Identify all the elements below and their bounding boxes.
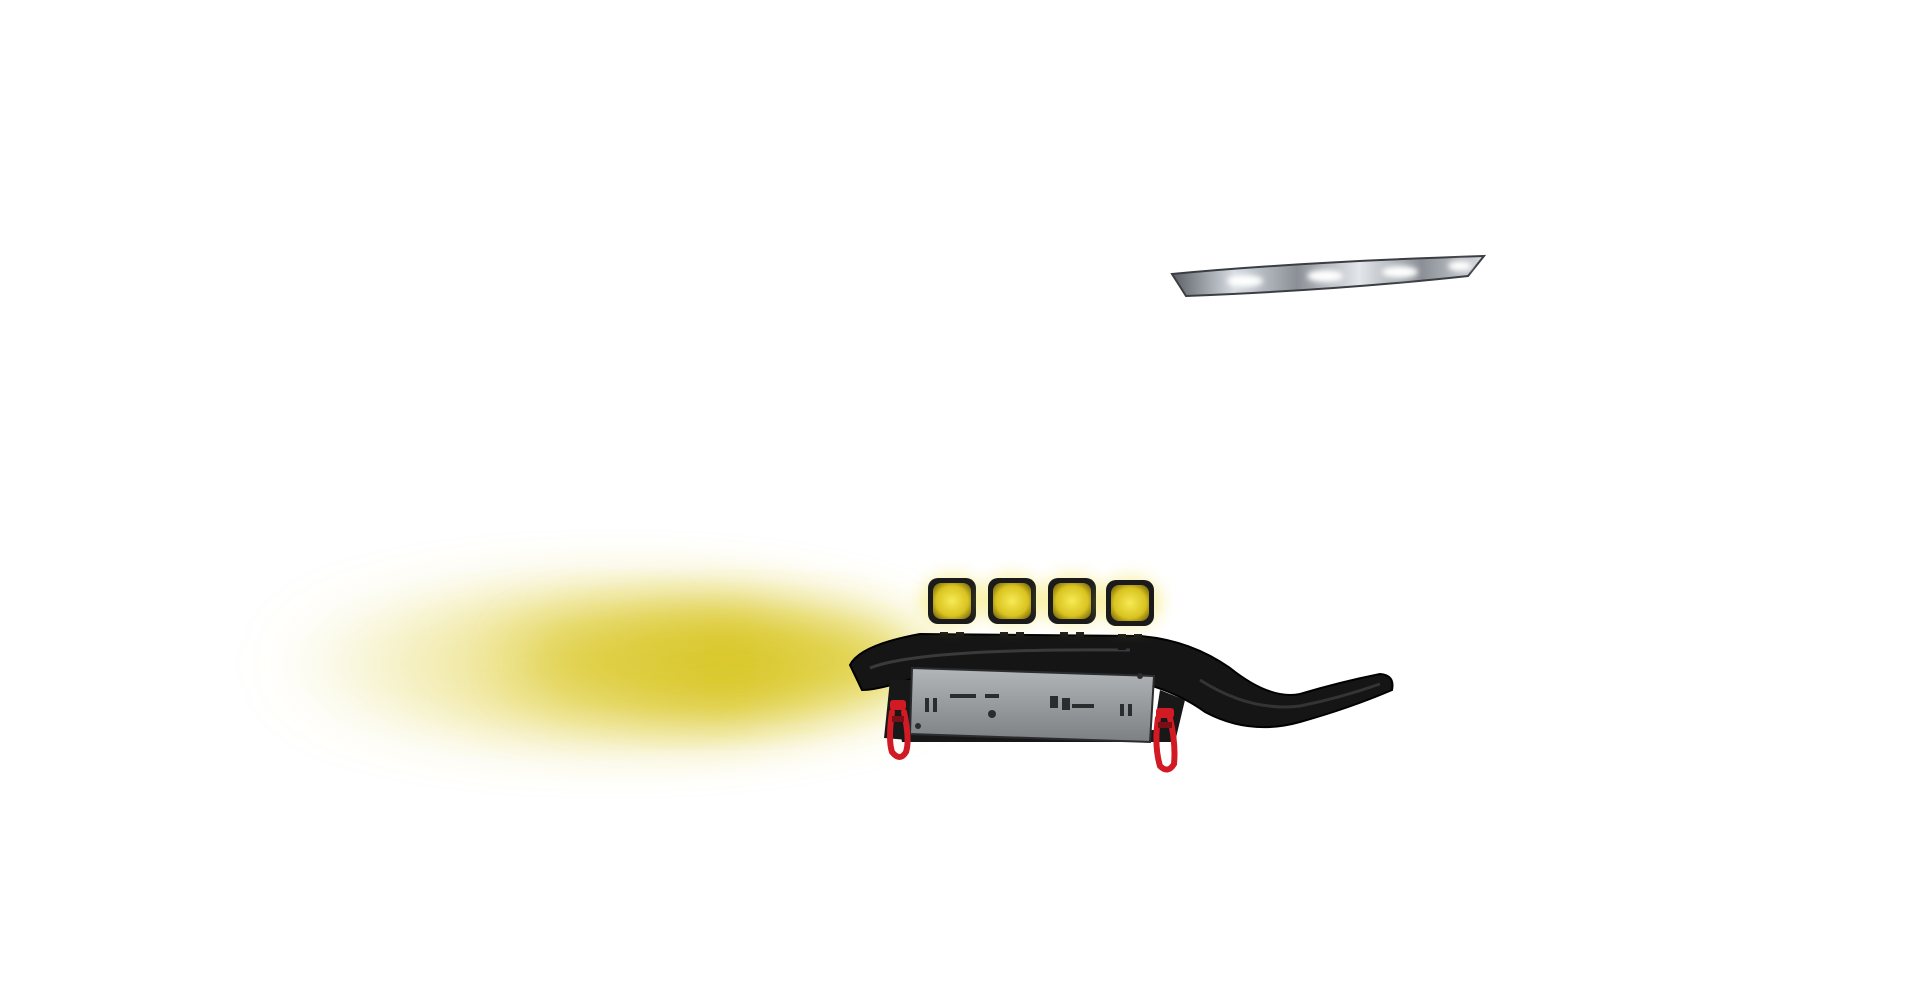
right-shackle-icon <box>1153 708 1178 773</box>
drl-light-strip <box>1170 254 1487 298</box>
work-lamps <box>920 574 1162 650</box>
work-lamp-1-icon <box>920 574 984 648</box>
work-lamp-2-icon <box>980 574 1044 648</box>
yellow-light-beam <box>270 594 930 734</box>
left-shackle-icon <box>887 700 911 760</box>
work-lamp-4-icon <box>1098 576 1162 650</box>
skid-plate <box>908 666 1156 744</box>
work-lamp-3-icon <box>1040 574 1104 648</box>
